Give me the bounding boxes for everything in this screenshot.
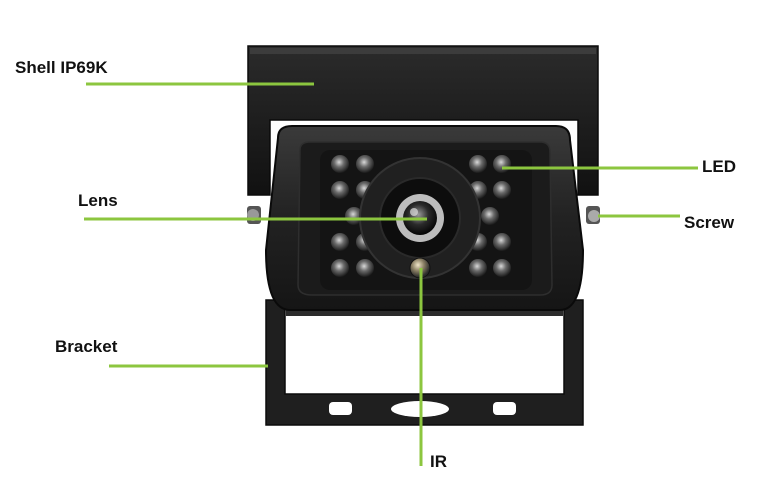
bracket-part [265,299,584,426]
leader-lines [84,82,698,466]
lens-label: Lens [78,191,118,210]
shell-label: Shell IP69K [15,58,108,77]
bracket-label: Bracket [55,337,118,356]
shell-hood [247,45,599,196]
screw-label: Screw [684,213,735,232]
ir-label: IR [430,452,447,471]
led-label: LED [702,157,736,176]
led-array [331,155,511,277]
